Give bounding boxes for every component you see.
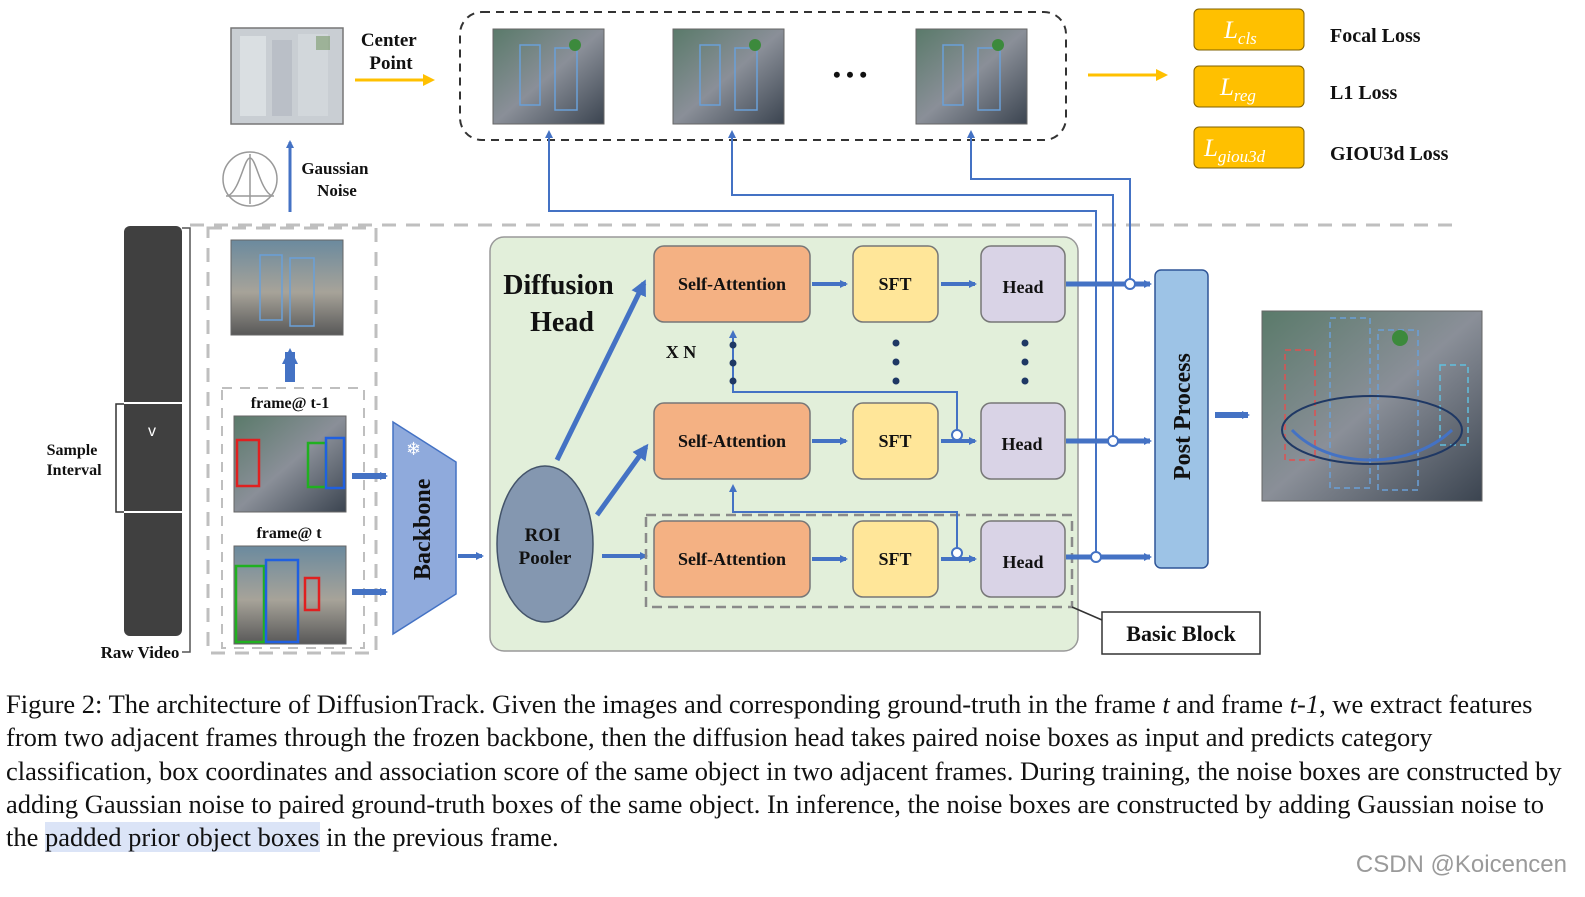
- roi-to-block2-arrow: [594, 443, 649, 517]
- watermark: CSDN @Koicencen: [1355, 851, 1567, 878]
- raw-video-bracket: [182, 227, 191, 653]
- svg-text:GIOU3d Loss: GIOU3d Loss: [1330, 143, 1449, 165]
- backbone-block: [392, 420, 457, 636]
- frame-pair-container: [221, 387, 365, 649]
- roi-pooler-label: ROI Pooler: [519, 525, 572, 569]
- diffusion-head-label: Diffusion Head: [503, 270, 620, 338]
- tracking-result-image: [1261, 310, 1483, 502]
- input-frames-container: [206, 226, 378, 655]
- gaussian-icon: [222, 151, 278, 207]
- head-block-2: [980, 402, 1066, 480]
- svg-text:Self-Attention: Self-Attention: [678, 274, 786, 294]
- svg-text:Head: Head: [1001, 434, 1042, 454]
- noised-frame-image: [230, 239, 344, 336]
- sample-interval-label: Sample Interval: [46, 442, 102, 479]
- self-attention-block-1: [653, 245, 811, 323]
- gaussian-noise-label: Gaussian Noise: [301, 159, 372, 200]
- head-block-3: [980, 520, 1066, 598]
- video-bar-marker: v: [148, 423, 156, 440]
- ellipsis: • • •: [833, 62, 867, 87]
- output-frame-2: [672, 28, 785, 125]
- loss-reg: Lreg L1 Loss: [1193, 65, 1397, 108]
- sft-block-2: [852, 402, 939, 480]
- svg-text:Lreg: Lreg: [1219, 74, 1256, 105]
- caption-highlight: padded prior object boxes: [45, 822, 320, 853]
- svg-text:Lgiou3d: Lgiou3d: [1203, 135, 1266, 166]
- svg-text:Head: Head: [1002, 552, 1043, 572]
- svg-text:Self-Attention: Self-Attention: [678, 431, 786, 451]
- svg-text:SFT: SFT: [878, 274, 911, 294]
- raw-video-label: Raw Video: [101, 643, 180, 662]
- output-frame-1: [492, 28, 605, 125]
- svg-text:Self-Attention: Self-Attention: [678, 549, 786, 569]
- frame-t1-label: frame@ t-1: [251, 395, 329, 412]
- svg-text:Lcls: Lcls: [1223, 17, 1257, 48]
- figure-caption: Figure 2: The architecture of DiffusionT…: [6, 689, 1562, 853]
- svg-text:Head: Head: [1002, 277, 1043, 297]
- roi-pooler: [496, 465, 594, 623]
- basic-block-container: [644, 513, 1074, 609]
- loss-giou3d: Lgiou3d GIOU3d Loss: [1193, 126, 1449, 169]
- post-process-block: [1154, 269, 1209, 569]
- frame-t1-image: [233, 415, 347, 513]
- post-process-label: Post Process: [1170, 353, 1196, 480]
- self-attention-block-2: [653, 402, 811, 480]
- frame-t-label: frame@ t: [256, 525, 322, 542]
- repeat-label: X N: [666, 342, 697, 362]
- loss-cls: Lcls Focal Loss: [1193, 8, 1421, 51]
- svg-text:SFT: SFT: [878, 549, 911, 569]
- backbone-label: Backbone: [410, 478, 436, 580]
- output-frames-container: [459, 11, 1067, 141]
- head-block-1: [980, 245, 1066, 323]
- output-frame-3: [915, 28, 1028, 125]
- self-attention-block-3: [653, 520, 811, 598]
- output-feedback-lines: [545, 130, 1131, 557]
- svg-text:SFT: SFT: [878, 431, 911, 451]
- svg-text:Focal Loss: Focal Loss: [1330, 25, 1421, 47]
- vertical-dots: [729, 339, 1029, 385]
- sample-interval-bracket: [115, 403, 124, 513]
- roi-to-block1-arrow: [554, 279, 647, 462]
- center-point-image: [230, 27, 344, 125]
- snowflake-icon: ❄: [406, 439, 421, 460]
- raw-video-bar: [124, 226, 182, 636]
- sft-block-1: [852, 245, 939, 323]
- basic-block-label-box: [1101, 611, 1261, 655]
- center-point-label: Center Point: [361, 30, 421, 74]
- sft-block-3: [852, 520, 939, 598]
- svg-text:L1 Loss: L1 Loss: [1330, 82, 1397, 104]
- frame-t-image: [233, 545, 347, 645]
- basic-block-label: Basic Block: [1126, 621, 1236, 646]
